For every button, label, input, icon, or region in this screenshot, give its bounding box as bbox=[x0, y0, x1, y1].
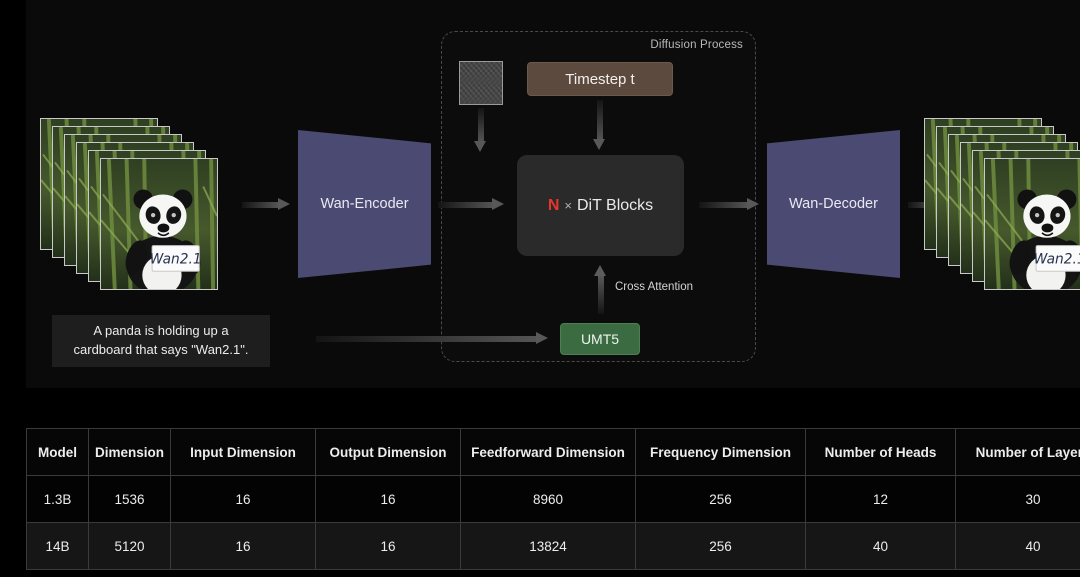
cell-dimension: 5120 bbox=[88, 522, 171, 570]
cell-feedforward-dimension: 13824 bbox=[460, 522, 636, 570]
timestep-label: Timestep t bbox=[565, 70, 635, 88]
dit-blocks-box: N × DiT Blocks bbox=[517, 155, 684, 256]
gaussian-noise-icon bbox=[459, 61, 503, 105]
table-row: 1.3B 1536 16 16 8960 256 12 30 bbox=[26, 475, 1080, 523]
wan-decoder-block: Wan-Decoder bbox=[767, 130, 900, 278]
dit-n-count: N bbox=[547, 196, 560, 214]
cell-number-of-heads: 40 bbox=[805, 522, 956, 570]
header-number-of-heads: Number of Heads bbox=[805, 428, 956, 476]
wan-decoder-label: Wan-Decoder bbox=[789, 196, 878, 212]
cell-number-of-layers: 40 bbox=[955, 522, 1080, 570]
diffusion-process-label: Diffusion Process bbox=[650, 39, 743, 51]
dit-blocks-label: DiT Blocks bbox=[576, 196, 654, 214]
panda-thumbnail-front: Wan2.1 bbox=[101, 159, 217, 289]
header-number-of-layers: Number of Layers bbox=[955, 428, 1080, 476]
prompt-text-box: A panda is holding up a cardboard that s… bbox=[52, 315, 270, 367]
cross-attention-arrow bbox=[594, 265, 607, 314]
panda-thumbnail-front: Wan2.1 bbox=[985, 159, 1080, 289]
table-row: 14B 5120 16 16 13824 256 40 40 bbox=[26, 522, 1080, 570]
cell-input-dimension: 16 bbox=[170, 475, 316, 523]
cell-number-of-layers: 30 bbox=[955, 475, 1080, 523]
umt5-text-encoder-box: UMT5 bbox=[560, 323, 640, 355]
wan-encoder-block: Wan-Encoder bbox=[298, 130, 431, 278]
cell-number-of-heads: 12 bbox=[805, 475, 956, 523]
architecture-diagram-panel: Diffusion Process Timestep t N × DiT Blo… bbox=[26, 0, 1080, 388]
cell-frequency-dimension: 256 bbox=[635, 522, 806, 570]
header-input-dimension: Input Dimension bbox=[170, 428, 316, 476]
timestep-box: Timestep t bbox=[527, 62, 673, 96]
input-video-frame-stack: Wan2.1 bbox=[40, 118, 240, 298]
encoder-to-dit-arrow bbox=[438, 198, 504, 211]
cell-model: 1.3B bbox=[26, 475, 89, 523]
dit-multiply-symbol: × bbox=[564, 198, 572, 213]
video-frame-front: Wan2.1 bbox=[984, 158, 1080, 290]
header-frequency-dimension: Frequency Dimension bbox=[635, 428, 806, 476]
decoder-trapezoid-shape bbox=[767, 130, 900, 278]
cell-input-dimension: 16 bbox=[170, 522, 316, 570]
svg-text:Wan2.1: Wan2.1 bbox=[150, 251, 202, 267]
dit-to-decoder-arrow bbox=[699, 198, 759, 211]
header-model: Model bbox=[26, 428, 89, 476]
cell-output-dimension: 16 bbox=[315, 475, 461, 523]
model-config-table: Model Dimension Input Dimension Output D… bbox=[26, 428, 1080, 570]
cell-dimension: 1536 bbox=[88, 475, 171, 523]
wan-encoder-label: Wan-Encoder bbox=[320, 196, 409, 212]
noise-to-dit-arrow bbox=[474, 108, 487, 152]
header-feedforward-dimension: Feedforward Dimension bbox=[460, 428, 636, 476]
timestep-to-dit-arrow bbox=[593, 100, 606, 150]
svg-text:Wan2.1: Wan2.1 bbox=[1034, 251, 1080, 267]
video-frame-front: Wan2.1 bbox=[100, 158, 218, 290]
prompt-line-1: A panda is holding up a bbox=[93, 323, 229, 338]
cell-output-dimension: 16 bbox=[315, 522, 461, 570]
cell-model: 14B bbox=[26, 522, 89, 570]
table-header-row: Model Dimension Input Dimension Output D… bbox=[26, 428, 1080, 476]
umt5-label: UMT5 bbox=[580, 331, 620, 347]
output-video-frame-stack: Wan2.1 bbox=[924, 118, 1080, 298]
header-output-dimension: Output Dimension bbox=[315, 428, 461, 476]
cross-attention-label: Cross Attention bbox=[615, 281, 693, 293]
prompt-line-2: cardboard that says "Wan2.1". bbox=[73, 341, 249, 357]
input-video-to-encoder-arrow bbox=[242, 198, 290, 211]
encoder-trapezoid-shape bbox=[298, 130, 431, 278]
header-dimension: Dimension bbox=[88, 428, 171, 476]
model-config-table-wrapper: Model Dimension Input Dimension Output D… bbox=[26, 428, 1080, 570]
prompt-to-umt5-arrow bbox=[316, 332, 548, 345]
cell-feedforward-dimension: 8960 bbox=[460, 475, 636, 523]
cell-frequency-dimension: 256 bbox=[635, 475, 806, 523]
